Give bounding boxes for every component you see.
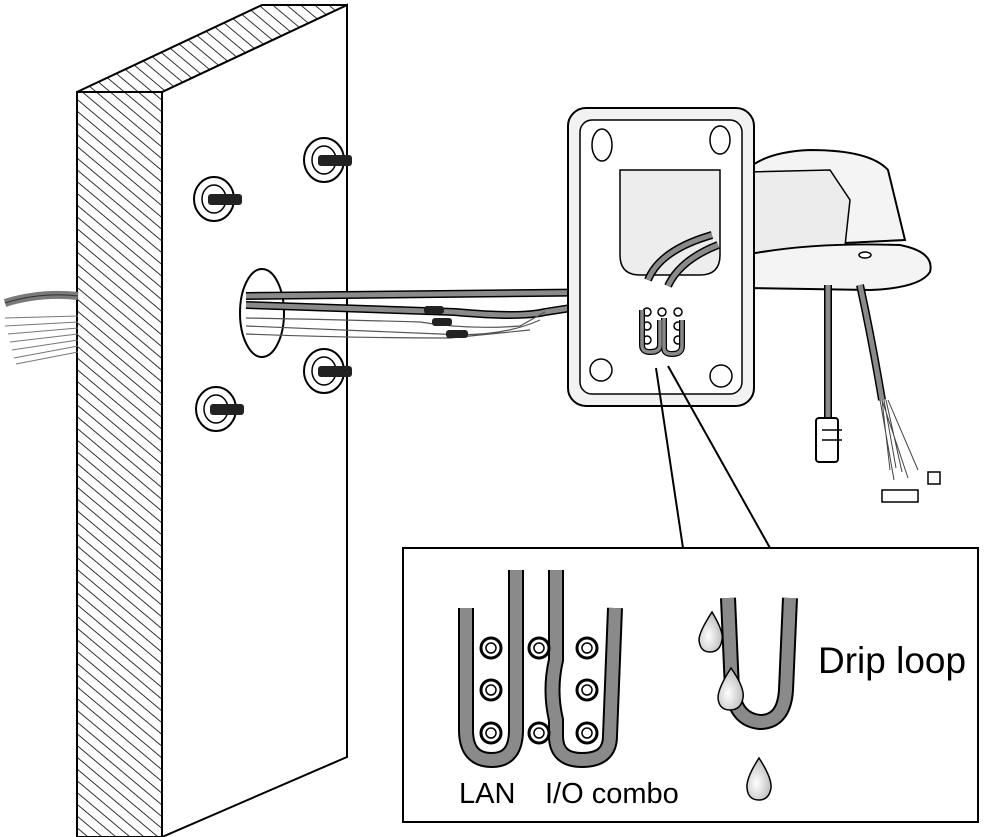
wall-screw-bottom-left [195, 386, 244, 432]
mounting-bracket [567, 107, 755, 407]
wall-screw-top-left [193, 176, 242, 222]
lan-label: LAN [459, 778, 516, 810]
detail-hole-centers [485, 642, 593, 739]
wall-hole [239, 268, 285, 358]
wall-board [76, 3, 348, 837]
detail-cables [458, 570, 623, 769]
io-combo-label: I/O combo [545, 778, 679, 810]
bracket-cable-loops [639, 310, 685, 358]
wall-screw-bottom-right [303, 348, 352, 394]
callout-lines [655, 365, 771, 549]
wall-screw-top-right [303, 137, 352, 183]
cable-ties [424, 306, 468, 338]
incoming-wires [3, 290, 79, 365]
water-drop-3 [746, 756, 772, 801]
water-drop-1 [698, 610, 724, 653]
rj45-connector [815, 417, 842, 463]
water-drop-2 [717, 666, 744, 711]
detail-holes [479, 636, 599, 745]
io-connector [881, 471, 941, 503]
camera-dome [741, 148, 932, 292]
drip-loop-label: Drip loop [818, 640, 967, 681]
camera-cables [824, 284, 919, 481]
